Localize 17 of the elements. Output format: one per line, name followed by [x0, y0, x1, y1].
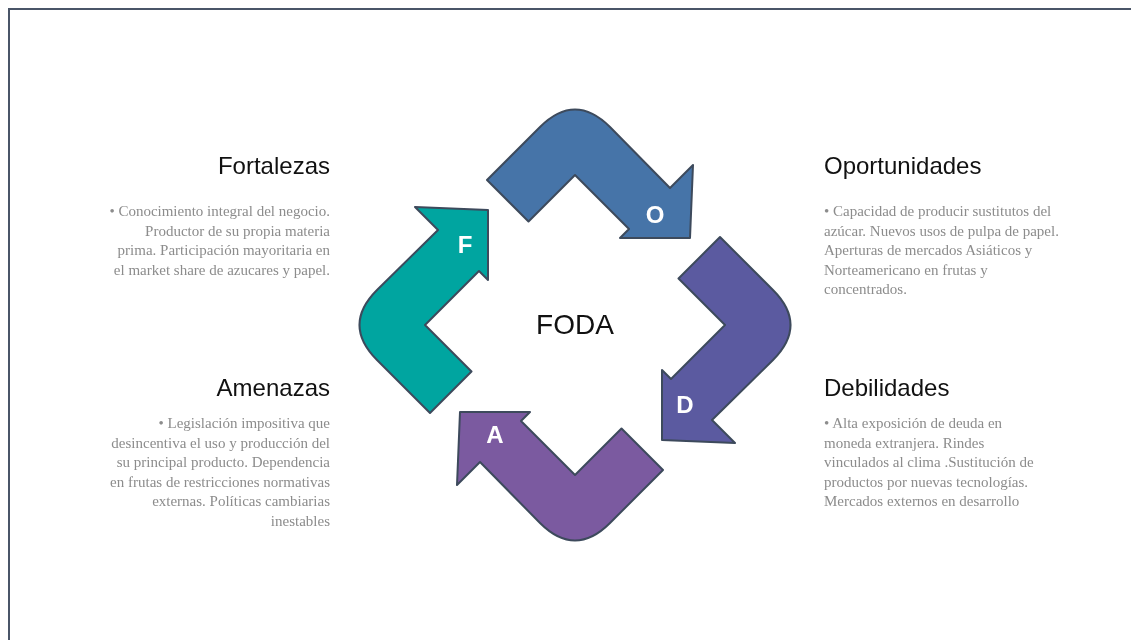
- bullet-text: • Capacidad de producir sustitutos del azúcar. Nuevos usos de pulpa de papel. Aperturas de mercados Asiáticos y Norteamericano en frutas y concentrados.: [824, 202, 1059, 299]
- section-heading: Fortalezas: [217, 153, 330, 180]
- arrow-letter: O: [645, 203, 665, 227]
- bullet-text: • Alta exposición de deuda en moneda extranjera. Rindes vinculados al clima .Sustitución de productos por nuevas tecnologías. Mercados externos en desarrollo: [824, 414, 1035, 511]
- section-heading: Debilidades: [824, 375, 950, 402]
- arrow-letter: A: [486, 423, 504, 447]
- section-heading: Oportunidades: [824, 153, 982, 180]
- section-heading: Amenazas: [216, 375, 330, 402]
- arrow-letter: D: [676, 393, 694, 417]
- bullet-text: • Conocimiento integral del negocio. Productor de su propia materia prima. Participación mayoritaria en el market share de azucares y papel.: [108, 202, 330, 280]
- curved-arrow-shape: [485, 107, 695, 240]
- arrow-letter: F: [457, 233, 473, 257]
- curved-arrow-shape: [660, 235, 793, 445]
- bullet-text: • Legislación impositiva que desincentiva el uso y producción del su principal producto. Dependencia en frutas de restricciones normativas externas. Políticas cambiarias inestables: [109, 414, 330, 531]
- curved-arrow-shape: [455, 410, 665, 543]
- center-title: FODA: [536, 309, 614, 341]
- curved-arrow-shape: [357, 205, 490, 415]
